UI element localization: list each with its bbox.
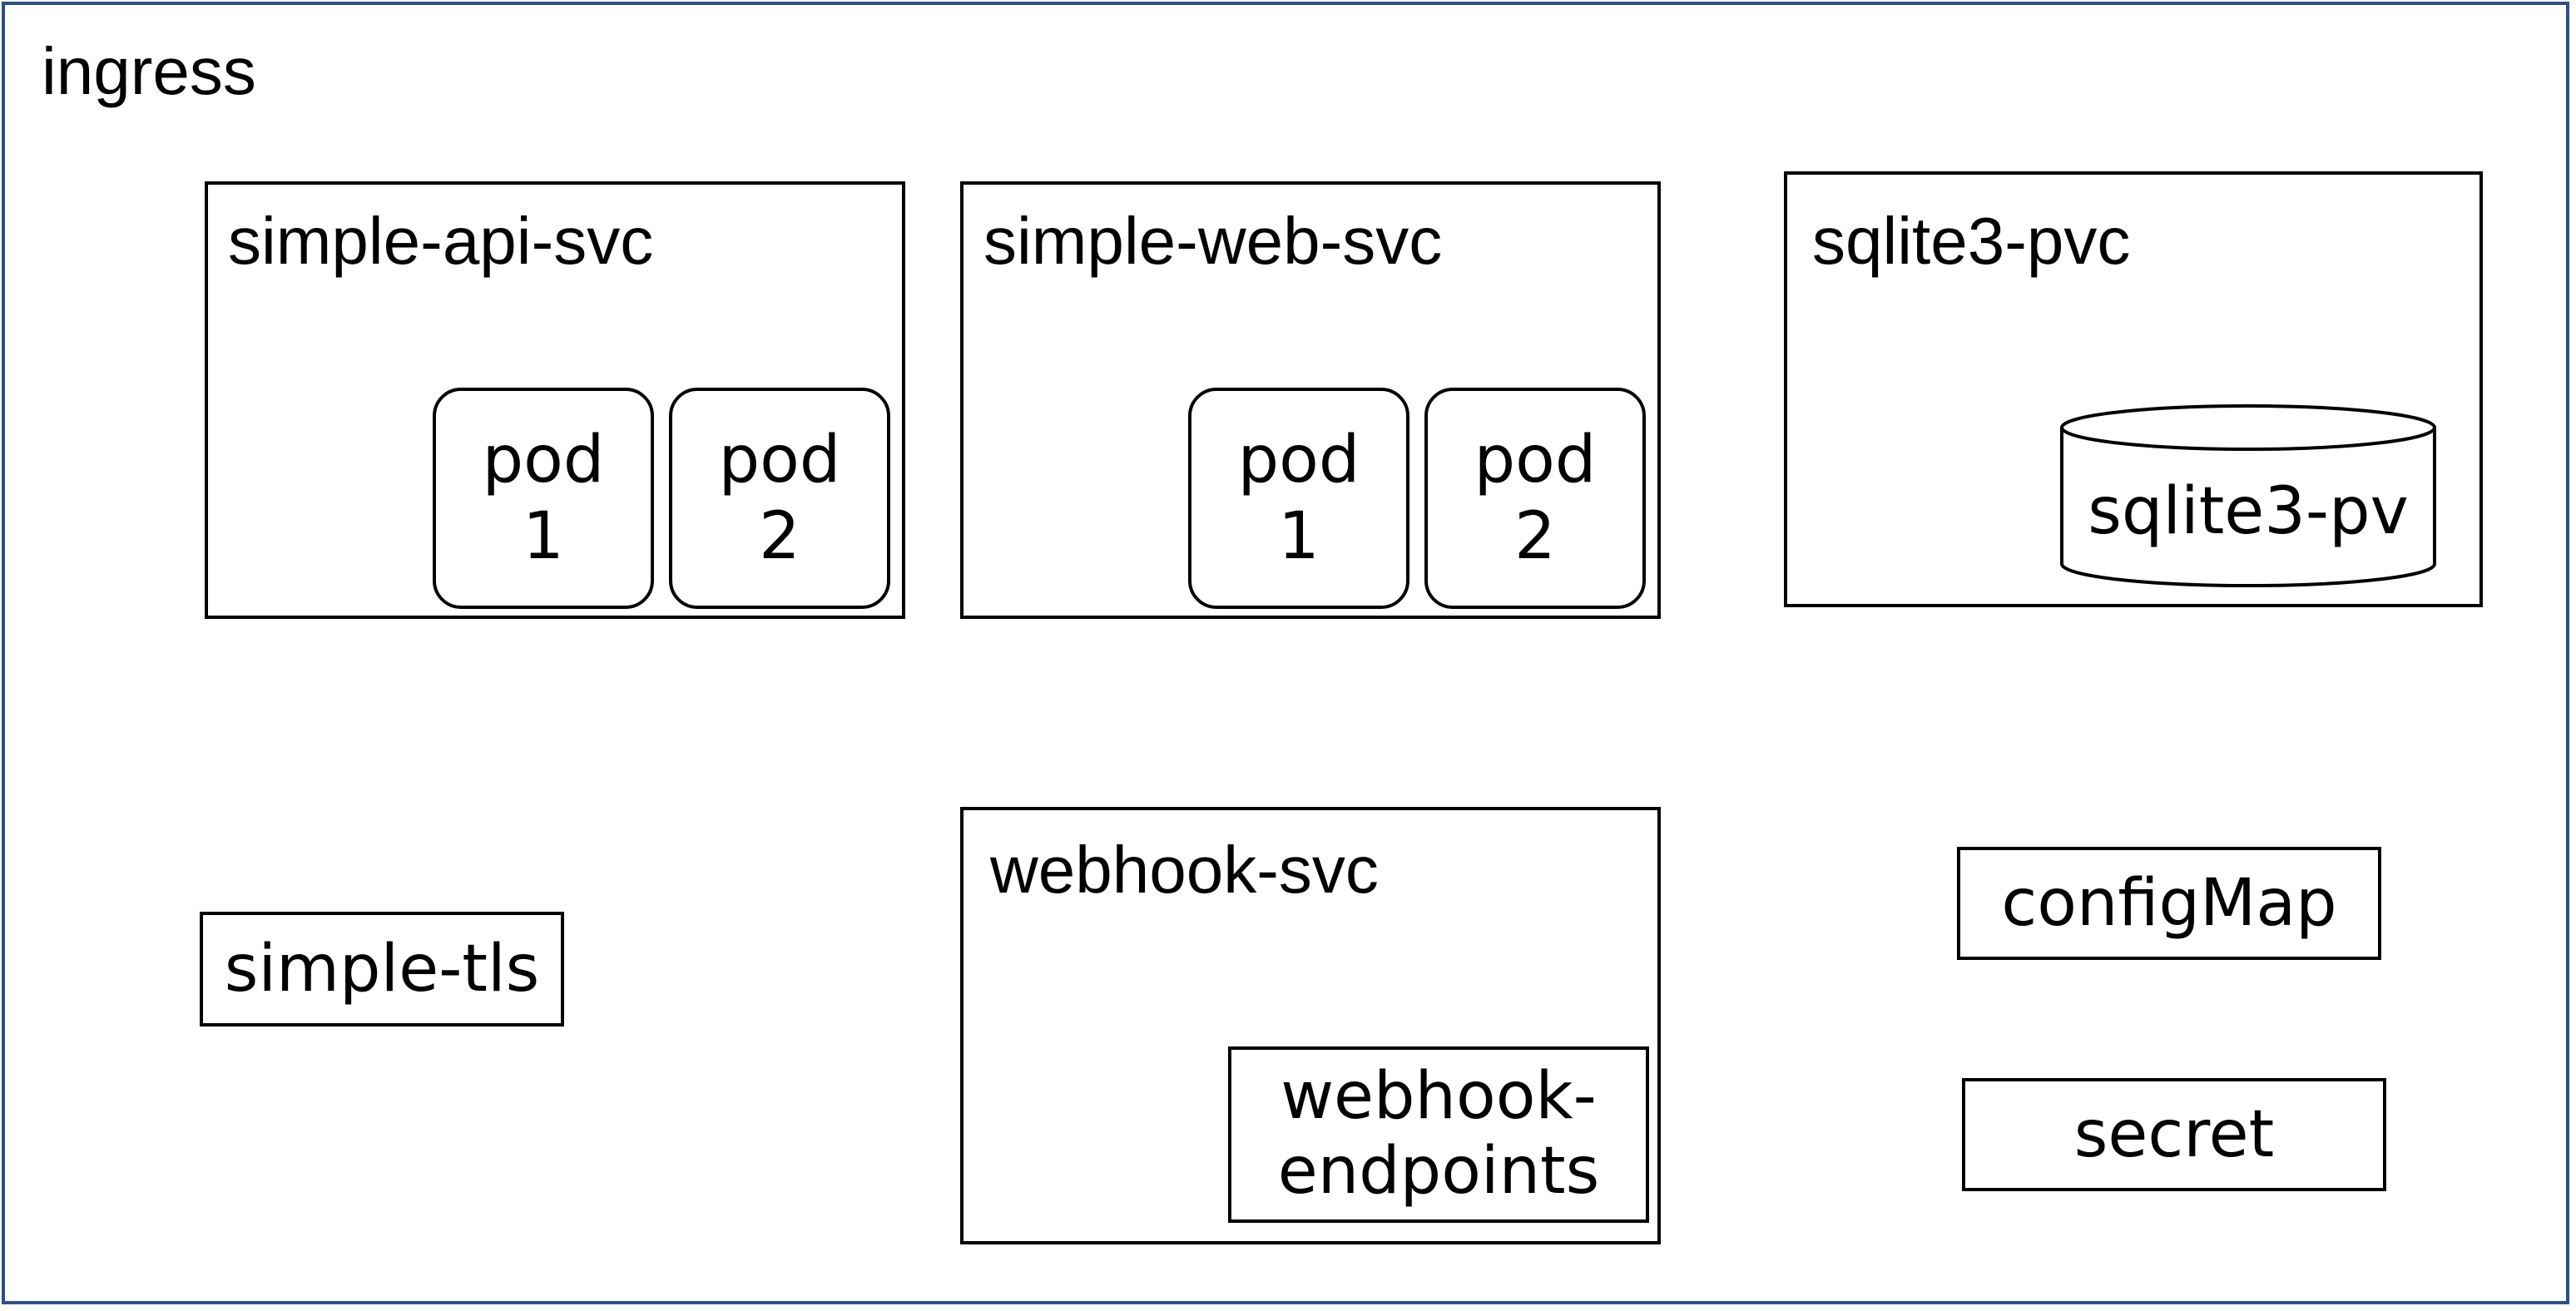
pod-label: pod — [1237, 422, 1360, 497]
webhook-svc-label: webhook-svc — [990, 833, 1379, 907]
sqlite3-pv-label: sqlite3-pv — [2088, 474, 2409, 549]
pod-number: 2 — [1514, 499, 1556, 574]
simple-api-svc-label: simple-api-svc — [228, 204, 654, 278]
web-pod-1: pod 1 — [1188, 388, 1409, 609]
ingress-label: ingress — [42, 34, 256, 108]
sqlite3-pv-cylinder — [2060, 404, 2436, 587]
pod-label: pod — [482, 422, 605, 497]
pod-number: 1 — [523, 499, 564, 574]
pod-number: 1 — [1278, 499, 1320, 574]
webhook-endpoints-line1: webhook- — [1281, 1059, 1597, 1135]
webhook-endpoints-box: webhook- endpoints — [1228, 1046, 1649, 1223]
pod-label: pod — [1474, 422, 1597, 497]
simple-api-svc-box: simple-api-svc pod 1 pod 2 — [205, 181, 905, 619]
sqlite3-pvc-label: sqlite3-pvc — [1812, 204, 2131, 278]
simple-tls-box: simple-tls — [200, 912, 564, 1027]
pod-label: pod — [718, 422, 841, 497]
web-pod-2: pod 2 — [1424, 388, 1646, 609]
secret-box: secret — [1962, 1078, 2386, 1191]
simple-web-svc-box: simple-web-svc pod 1 pod 2 — [960, 181, 1661, 619]
pod-number: 2 — [759, 499, 800, 574]
simple-tls-label: simple-tls — [224, 932, 540, 1007]
simple-web-svc-label: simple-web-svc — [983, 204, 1443, 278]
webhook-endpoints-line2: endpoints — [1277, 1134, 1600, 1209]
api-pod-2: pod 2 — [669, 388, 890, 609]
webhook-svc-box: webhook-svc webhook- endpoints — [960, 807, 1661, 1244]
api-pod-1: pod 1 — [433, 388, 654, 609]
secret-label: secret — [2073, 1097, 2275, 1172]
configmap-label: configMap — [2001, 866, 2337, 941]
configmap-box: configMap — [1957, 847, 2381, 960]
